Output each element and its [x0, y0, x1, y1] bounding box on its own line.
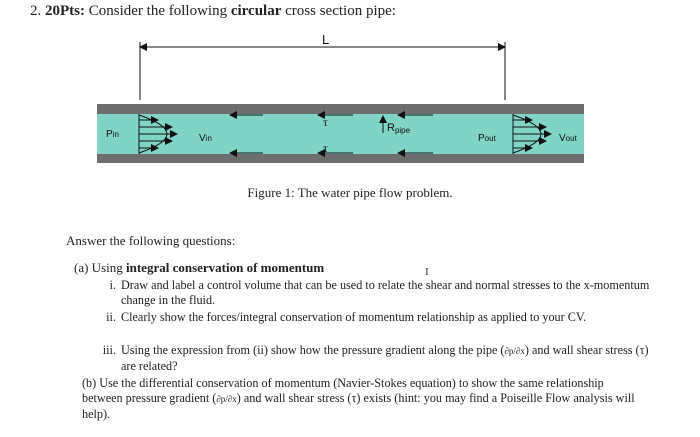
part-b-label: (b)	[82, 376, 97, 390]
question-title: 2. 20Pts: Consider the following circula…	[30, 3, 396, 20]
pipe-bottom-wall	[97, 154, 584, 163]
question-points: 20Pts:	[45, 3, 85, 19]
part-b-pressure-gradient-fraction: ∂p/∂x	[216, 394, 237, 404]
item-text-b: ) and wall shear stress (τ) are related?	[121, 343, 649, 373]
question-text-after: cross section pipe:	[285, 3, 396, 19]
part-b: (b) Use the differential conservation of…	[82, 376, 642, 422]
part-a-item-1: i. Draw and label a control volume that …	[110, 278, 661, 308]
item-text: Clearly show the forces/integral conserv…	[121, 310, 587, 324]
pressure-gradient-fraction: ∂p/∂x	[504, 346, 525, 356]
question-text-before: Consider the following	[88, 3, 228, 19]
item-text: Draw and label a control volume that can…	[121, 278, 650, 307]
question-emphasis: circular	[230, 3, 282, 19]
pipe-water	[97, 114, 584, 154]
length-label: L	[322, 32, 329, 47]
answer-intro: Answer the following questions:	[66, 233, 236, 248]
part-b-text-a: Use the differential conservation of mom…	[82, 376, 604, 405]
question-number: 2.	[30, 3, 42, 19]
tau-top-label: τ	[323, 115, 328, 129]
part-a-label: (a) Using	[74, 260, 123, 275]
part-a-bold: integral conservation of momentum	[126, 260, 325, 275]
figure-caption: Figure 1: The water pipe flow problem.	[247, 185, 453, 200]
item-number: iii.	[102, 343, 116, 357]
text-cursor-icon: I	[425, 266, 429, 278]
v-in-label: Vin	[199, 133, 212, 144]
p-in-label: Pin	[106, 129, 119, 140]
part-a-heading: (a) Using integral conservation of momen…	[74, 260, 324, 276]
part-a-item-2: ii. Clearly show the forces/integral con…	[106, 310, 661, 325]
r-pipe-label: Rpipe	[387, 122, 411, 135]
p-out-label: Pout	[478, 133, 497, 144]
part-b-text-b: ) and wall shear stress (τ) exists (hint…	[82, 391, 635, 421]
item-text-a: Using the expression from (ii) show how …	[121, 343, 505, 357]
inlet-velocity-profile	[138, 114, 178, 154]
item-number: ii.	[106, 310, 116, 324]
pipe-top-wall	[97, 104, 584, 114]
tau-bottom-label: τ	[323, 141, 328, 155]
part-a-item-3: iii. Using the expression from (ii) show…	[103, 343, 661, 374]
pipe-figure: L τ τ Rpipe Pin Vin	[97, 32, 584, 163]
item-number: i.	[109, 278, 116, 292]
outlet-velocity-profile	[512, 114, 552, 154]
v-out-label: Vout	[559, 133, 578, 144]
